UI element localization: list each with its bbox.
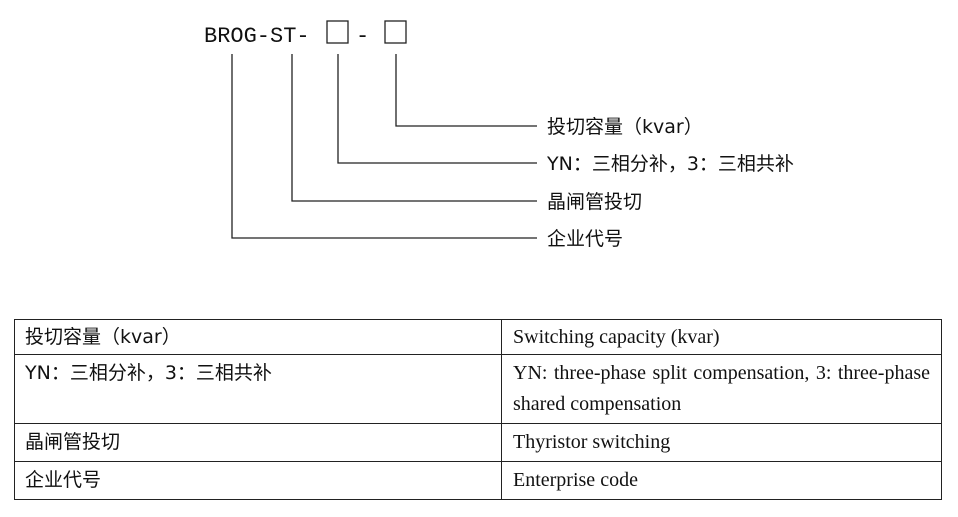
table-cell-chinese: 企业代号 [14, 461, 502, 500]
table-cell-chinese: YN：三相分补，3：三相共补 [14, 354, 502, 424]
table-row: 晶闸管投切 Thyristor switching [14, 423, 942, 462]
translation-table: 投切容量（kvar） Switching capacity (kvar) YN：… [14, 319, 942, 500]
table-cell-english: Enterprise code [501, 461, 942, 500]
table-cell-chinese: 投切容量（kvar） [14, 319, 502, 355]
callout-thyristor: 晶闸管投切 [547, 191, 642, 213]
callout-enterprise: 企业代号 [547, 228, 623, 250]
table-cell-english: Thyristor switching [501, 423, 942, 462]
model-code-diagram: BROG-ST- - 投切容量（kvar） YN：三相分补，3：三相共补 晶闸管… [204, 20, 794, 250]
table-cell-english: YN: three-phase split compensation, 3: t… [501, 354, 942, 424]
leader-line-thyristor [291, 54, 537, 202]
callout-compensation: YN：三相分补，3：三相共补 [546, 153, 794, 175]
table-cell-english: Switching capacity (kvar) [501, 319, 942, 355]
model-code-separator: - [356, 24, 369, 49]
table-row: 投切容量（kvar） Switching capacity (kvar) [14, 319, 942, 355]
leader-line-compensation [337, 54, 537, 164]
capacity-box-2 [384, 20, 407, 44]
table-row: 企业代号 Enterprise code [14, 461, 942, 500]
table-cell-chinese: 晶闸管投切 [14, 423, 502, 462]
callout-capacity: 投切容量（kvar） [547, 116, 703, 138]
table-row: YN：三相分补，3：三相共补 YN: three-phase split com… [14, 354, 942, 424]
leader-line-enterprise [231, 54, 537, 239]
leader-line-capacity [395, 54, 537, 127]
capacity-box-1 [326, 20, 349, 44]
model-code-prefix: BROG-ST- [204, 24, 310, 49]
